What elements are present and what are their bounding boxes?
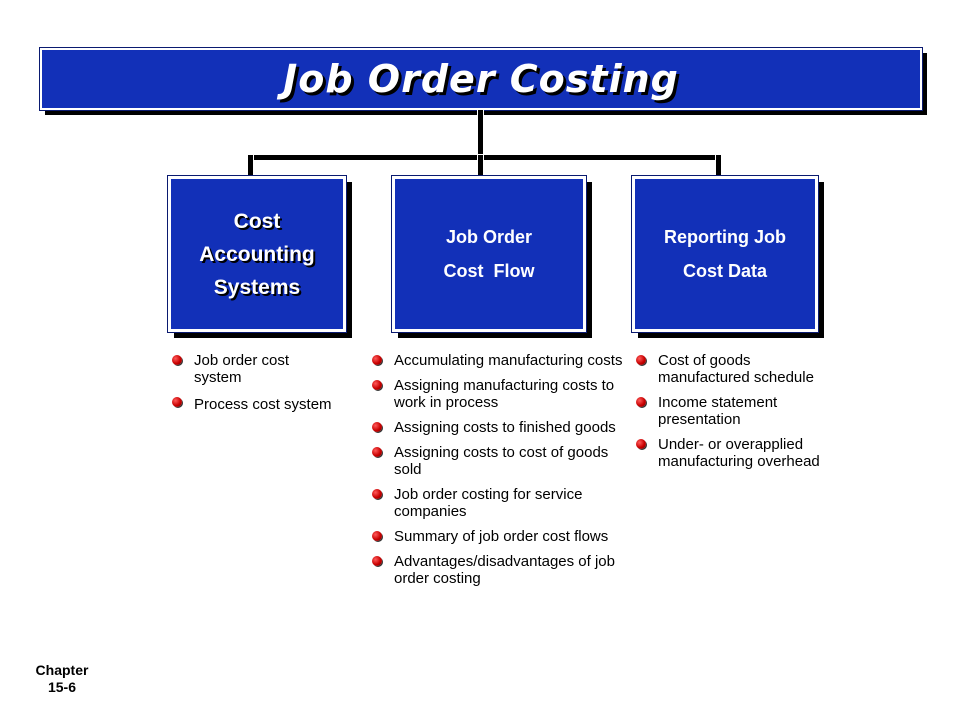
list-item-text: Summary of job order cost flows: [394, 528, 609, 545]
box-label-line: Reporting Job: [664, 227, 786, 247]
bullet-icon: [372, 380, 382, 390]
bullet-icon: [372, 422, 382, 432]
list-item: Income statement presentation: [634, 394, 820, 428]
box-cost-accounting-systems: Cost Accounting Systems: [167, 175, 347, 333]
list-item: Accumulating manufacturing costs: [370, 352, 626, 369]
box-label-line: Cost Data: [682, 261, 767, 281]
bullet-icon: [636, 355, 646, 365]
list-item: Under- or overapplied manufacturing over…: [634, 436, 820, 470]
bullet-icon: [372, 531, 382, 541]
bullet-icon: [372, 556, 382, 566]
list-item: Cost of goods manufactured schedule: [634, 352, 820, 386]
list-item-text: Income statement presentation: [658, 394, 778, 428]
list-item-text: Process cost system: [194, 396, 332, 413]
connector-drop-right: [716, 155, 721, 177]
list-item: Assigning costs to finished goods: [370, 419, 626, 436]
box-label-line: Job Order: [445, 227, 533, 247]
bullet-icon: [172, 355, 182, 365]
footer-page-number: 15-6: [47, 679, 77, 695]
bullet-icon: [372, 447, 382, 457]
bullet-list-reporting: Cost of goods manufactured schedule Inco…: [634, 352, 820, 478]
list-item-text: Cost of goods manufactured schedule: [658, 352, 814, 386]
connector-crossbar: [248, 155, 721, 160]
page-title: Job Order Costing: [283, 57, 679, 101]
bullet-list-cost-accounting: Job order cost system Process cost syste…: [170, 352, 340, 424]
list-item-text: Assigning costs to cost of goods sold: [394, 444, 609, 478]
box-label-line: Accounting: [199, 242, 315, 266]
list-item: Summary of job order cost flows: [370, 528, 626, 545]
list-item-text: Job order costing for service companies: [394, 486, 583, 520]
title-banner: Job Order Costing: [39, 47, 923, 111]
bullet-icon: [372, 489, 382, 499]
list-item: Job order cost system: [170, 352, 340, 386]
list-item: Assigning costs to cost of goods sold: [370, 444, 626, 478]
box-label-line: Systems: [213, 275, 301, 299]
list-item: Assigning manufacturing costs to work in…: [370, 377, 626, 411]
box-label-line: Cost Flow: [443, 261, 535, 281]
connector-trunk: [478, 110, 483, 158]
list-item-text: Under- or overapplied manufacturing over…: [658, 436, 820, 470]
footer-chapter-label: Chapter: [35, 662, 89, 678]
box-job-order-cost-flow: Job Order Cost Flow: [391, 175, 587, 333]
list-item-text: Accumulating manufacturing costs: [394, 352, 623, 369]
bullet-icon: [636, 397, 646, 407]
list-item-text: Assigning costs to finished goods: [394, 419, 616, 436]
chapter-footer: Chapter 15-6: [22, 662, 102, 696]
bullet-icon: [172, 397, 182, 407]
bullet-icon: [636, 439, 646, 449]
list-item: Process cost system: [170, 394, 340, 416]
connector-drop-left: [248, 155, 253, 177]
list-item: Job order costing for service companies: [370, 486, 626, 520]
bullet-list-cost-flow: Accumulating manufacturing costs Assigni…: [370, 352, 626, 595]
list-item-text: Assigning manufacturing costs to work in…: [394, 377, 615, 411]
list-item-text: Job order cost system: [194, 352, 290, 386]
box-label-line: Cost: [233, 209, 281, 233]
list-item-text: Advantages/disadvantages of job order co…: [394, 553, 615, 587]
box-reporting-job-cost-data: Reporting Job Cost Data: [631, 175, 819, 333]
bullet-icon: [372, 355, 382, 365]
list-item: Advantages/disadvantages of job order co…: [370, 553, 626, 587]
connector-drop-middle: [478, 155, 483, 177]
